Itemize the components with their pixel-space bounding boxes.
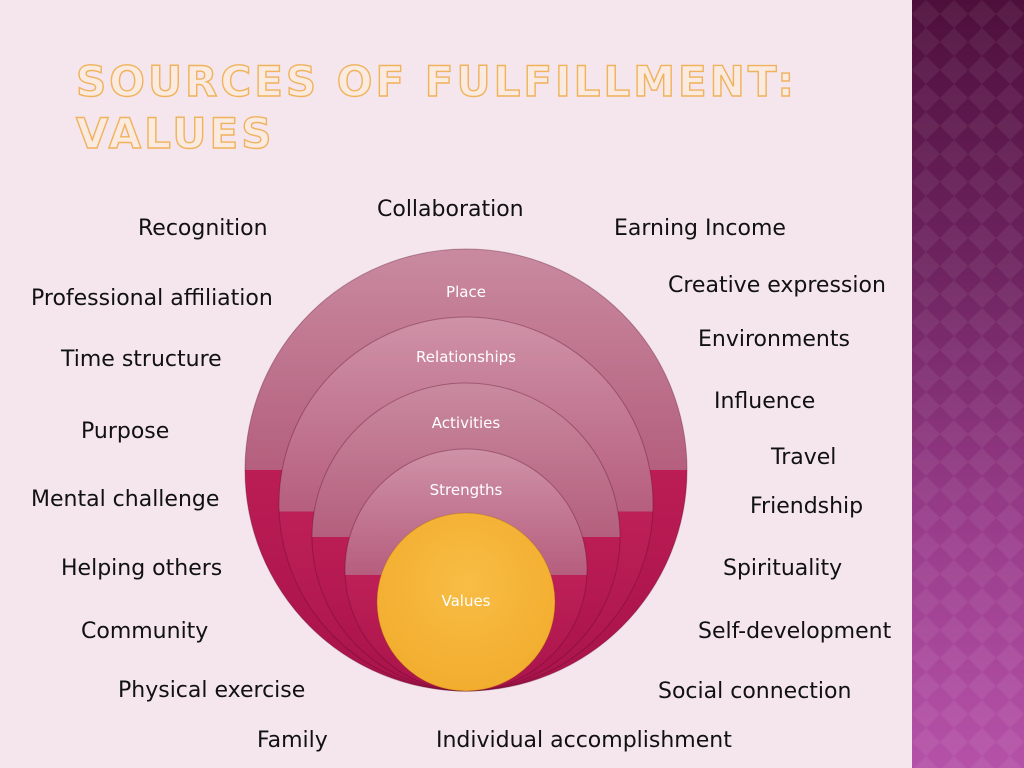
value-label-right: Travel [771, 445, 837, 470]
center-label: Values [441, 592, 490, 610]
value-label-right: Social connection [658, 679, 852, 704]
value-label-left: Professional affiliation [31, 286, 273, 311]
value-label-right: Self-development [698, 619, 892, 644]
value-label-left: Physical exercise [118, 678, 306, 703]
diamond-pattern [912, 0, 1024, 768]
value-label-left: Recognition [138, 216, 268, 241]
value-label-bottom: Individual accomplishment [436, 728, 732, 753]
ring-label-4: Strengths [430, 481, 503, 499]
value-label-top: Collaboration [377, 197, 524, 222]
value-label-left: Community [81, 619, 209, 644]
ring-label-2: Relationships [416, 348, 516, 366]
slide-title: Sources of Fulfillment: Values [75, 56, 836, 160]
nested-circles-diagram: PlaceRelationshipsActivitiesStrengthsVal… [244, 248, 688, 692]
ring-label-1: Place [446, 283, 486, 301]
decorative-side-panel [912, 0, 1024, 768]
value-label-left: Mental challenge [31, 487, 220, 512]
center-circle [376, 512, 556, 692]
value-label-right: Friendship [750, 494, 864, 519]
value-label-right: Creative expression [668, 273, 886, 298]
value-label-left: Time structure [61, 347, 222, 372]
value-label-right: Environments [698, 327, 850, 352]
value-label-right: Earning Income [614, 216, 786, 241]
value-label-right: Spirituality [723, 556, 843, 581]
ring-label-3: Activities [432, 414, 501, 432]
title-line-1: Sources of Fulfillment: [75, 56, 797, 106]
value-label-left: Family [257, 728, 328, 753]
value-label-left: Purpose [81, 419, 170, 444]
value-label-right: Influence [714, 389, 816, 414]
value-label-left: Helping others [61, 556, 223, 581]
title-line-2: Values [75, 108, 275, 158]
